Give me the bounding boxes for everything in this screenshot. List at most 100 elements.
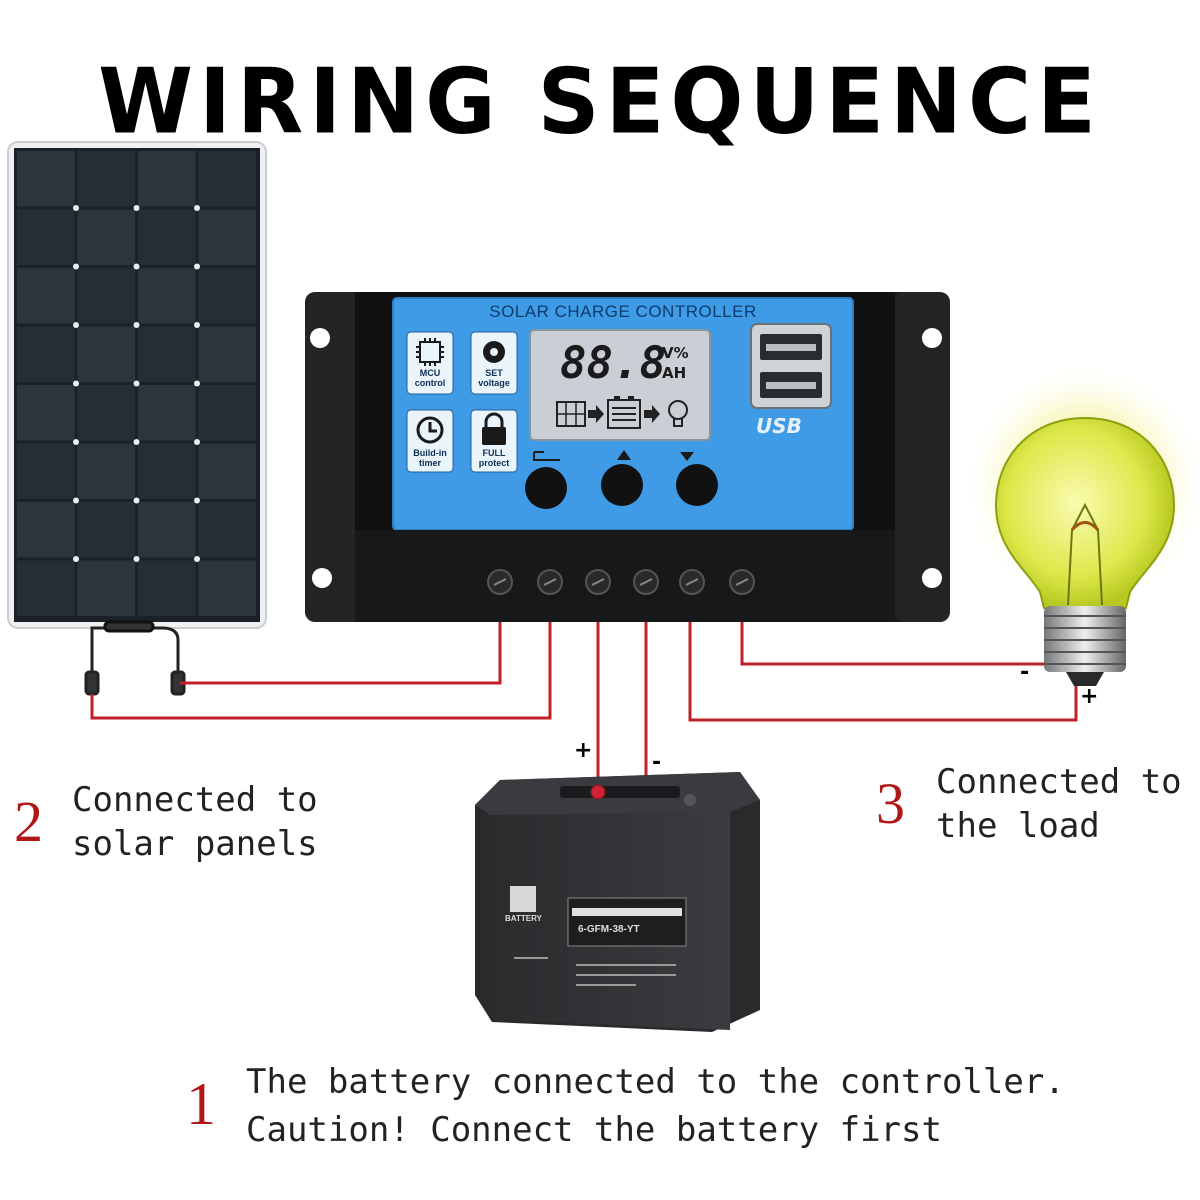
terminal-slot [639, 578, 653, 586]
step-1-line2: Caution! Connect the battery first [246, 1110, 942, 1150]
battery [475, 772, 760, 1032]
solar-cell [138, 151, 196, 207]
solar-cell [198, 151, 256, 207]
solar-cell [77, 502, 135, 558]
controller-label: SOLAR CHARGE CONTROLLER [489, 302, 757, 321]
feature-protect: FULL protect [471, 448, 517, 468]
terminal-slot [543, 578, 557, 586]
terminal-strip [487, 569, 755, 595]
solar-cell [17, 209, 75, 265]
panel-positive-wire [90, 620, 552, 720]
solar-cell [198, 443, 256, 499]
lock-icon [482, 412, 506, 445]
panel-negative-wire [180, 620, 502, 685]
feature-line1: FULL [482, 448, 506, 458]
battery-brand: BATTERY [505, 914, 542, 923]
cell-junction [73, 322, 79, 328]
cell-junction [73, 556, 79, 562]
solar-cell [77, 443, 135, 499]
step-1-number: 1 [186, 1071, 216, 1137]
solar-cell [138, 502, 196, 558]
terminal-slot [493, 578, 507, 586]
lcd-panel-icon [556, 401, 586, 427]
battery-plus-sign: + [574, 738, 593, 763]
cell-junction [133, 556, 140, 562]
cell-junction [194, 205, 200, 211]
solar-cell [198, 560, 256, 616]
feature-line1: SET [485, 368, 503, 378]
lcd-battery-icon [607, 396, 641, 429]
menu-button[interactable] [525, 467, 567, 509]
up-button[interactable] [601, 464, 643, 506]
cell-junction [73, 263, 79, 270]
solar-cell [17, 385, 75, 441]
cell-junction [133, 380, 140, 387]
feature-set: SET voltage [471, 368, 517, 388]
step-1-line1: The battery connected to the controller. [246, 1062, 1065, 1102]
solar-cell [17, 443, 75, 499]
cell-junction [133, 263, 140, 270]
feature-line2: timer [418, 458, 441, 468]
down-icon [680, 452, 694, 461]
step-2-number: 2 [14, 789, 43, 854]
step-1-caption: The battery connected to the controller.… [246, 1058, 1065, 1154]
load-positive-wire [688, 620, 1078, 722]
solar-cell [17, 151, 75, 207]
gear-icon [483, 341, 505, 363]
up-icon [617, 450, 631, 460]
usb-ports[interactable] [750, 323, 832, 409]
lcd-arrow-icon [644, 405, 660, 423]
feature-line2: control [414, 378, 446, 388]
feature-line2: voltage [478, 378, 510, 388]
solar-cells [17, 151, 256, 616]
solar-cell [17, 560, 75, 616]
cell-junction [194, 497, 200, 504]
cell-junction [194, 439, 200, 445]
feature-line2: protect [478, 458, 510, 468]
cell-junction [133, 322, 140, 328]
solar-cell [198, 209, 256, 265]
solar-cell [138, 268, 196, 324]
solar-cell [138, 443, 196, 499]
solar-cell [138, 209, 196, 265]
solar-cell [77, 151, 135, 207]
solar-cell [77, 560, 135, 616]
cell-junction [73, 439, 79, 445]
terminal-slot [685, 578, 699, 586]
step-3-number: 3 [876, 771, 905, 836]
solar-cell [77, 209, 135, 265]
solar-cell [198, 502, 256, 558]
solar-cell [138, 326, 196, 382]
solar-cell [198, 326, 256, 382]
battery-model: 6-GFM-38-YT [578, 924, 640, 935]
step-2-line1: Connected to [72, 780, 318, 820]
load-plus-sign: + [1080, 684, 1099, 709]
cell-junction [194, 322, 200, 328]
feature-line1: Build-in [413, 448, 447, 458]
terminal-slot [735, 578, 749, 586]
solar-cell [77, 326, 135, 382]
lcd-unit-bottom: AH [662, 364, 687, 382]
charge-controller [305, 292, 950, 622]
down-button[interactable] [676, 464, 718, 506]
solar-cell [77, 385, 135, 441]
lcd-bulb-icon [668, 400, 688, 427]
solar-cell [138, 385, 196, 441]
page-title: WIRING SEQUENCE [98, 49, 1102, 155]
cell-junction [133, 497, 140, 504]
solar-cell [77, 268, 135, 324]
feature-timer: Build-in timer [407, 448, 453, 468]
usb-label: USB [756, 414, 802, 438]
solar-cell [17, 268, 75, 324]
chip-icon [416, 338, 444, 366]
step-2-line2: solar panels [72, 824, 318, 864]
clock-icon [416, 416, 444, 444]
cell-junction [73, 205, 79, 211]
menu-icon [533, 451, 560, 461]
solar-cell [17, 326, 75, 382]
feature-mcu: MCU control [407, 368, 453, 388]
step-3-line1: Connected to [936, 762, 1182, 802]
battery-minus-sign: - [652, 750, 662, 775]
